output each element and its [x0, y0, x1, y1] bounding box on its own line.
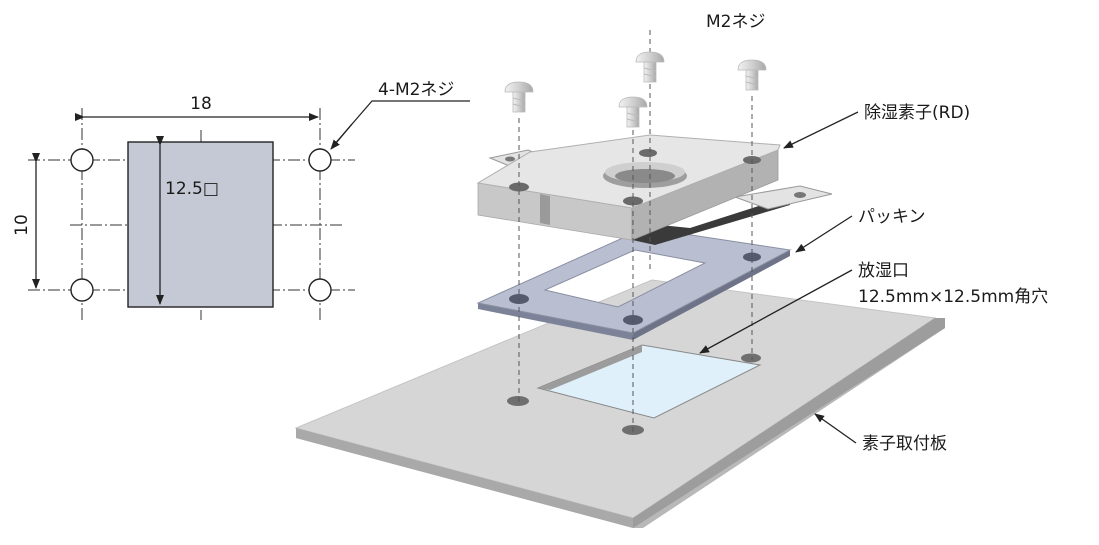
- hole-callout-leader: [332, 100, 470, 147]
- packing-callout-arrow: [795, 215, 853, 253]
- element-callout-arrow: [783, 111, 859, 149]
- packing-callout-label: パッキン: [858, 207, 926, 227]
- element-notch: [540, 194, 550, 225]
- screw-right: [737, 59, 767, 91]
- plate-hole-right: [741, 353, 761, 363]
- element-hole-front: [623, 196, 643, 206]
- square-dimension-label: 12.5□: [165, 179, 219, 199]
- element-hole-back: [639, 149, 657, 157]
- element-center-hole: [615, 169, 675, 183]
- element-footprint: [127, 141, 274, 308]
- dimension-drawing: 18 10 12.5□ 4-M2ネジ: [12, 80, 470, 320]
- width-dimension-label: 18: [190, 94, 212, 114]
- hole-callout-label: 4-M2ネジ: [378, 80, 454, 100]
- outlet-callout-arrow: [699, 269, 853, 354]
- hole-callout-arrow: [330, 123, 353, 150]
- height-dimension-label: 10: [12, 214, 32, 236]
- plate-opening-wall: [538, 345, 642, 390]
- terminal-hole-left: [505, 156, 515, 162]
- element-right-terminal: [733, 185, 833, 210]
- element-callout-label: 除湿素子(RD): [864, 103, 970, 123]
- outlet-callout-size: 12.5mm×12.5mm角穴: [858, 287, 1048, 307]
- packing-gasket: [476, 227, 792, 340]
- screw-left: [504, 81, 534, 113]
- mount-hole-top-left: [70, 148, 94, 172]
- plate-right-edge: [633, 318, 945, 528]
- mounting-plate: [294, 279, 945, 528]
- screw-front: [618, 96, 648, 128]
- mount-hole-top-right: [308, 148, 332, 172]
- plate-callout-arrow: [814, 413, 857, 444]
- packing-front-edge: [478, 303, 633, 340]
- screw-back: [635, 51, 665, 83]
- element-hole-left: [509, 182, 529, 192]
- exploded-view: M2ネジ 除湿素子(RD) パッキン 放湿口 12.5mm×12.5mm角穴 素…: [294, 12, 1048, 528]
- mount-hole-bottom-right: [308, 278, 332, 302]
- terminal-hole-right: [794, 192, 806, 198]
- packing-right-edge: [633, 250, 790, 340]
- plate-callout-label: 素子取付板: [862, 434, 947, 454]
- plate-front-edge: [296, 428, 633, 528]
- packing-top-face: [476, 227, 792, 334]
- dehumidifying-element: [476, 134, 833, 245]
- packing-hole-right: [743, 252, 761, 262]
- mount-hole-bottom-left: [70, 278, 94, 302]
- screw-callout-label: M2ネジ: [706, 12, 765, 32]
- outlet-callout-label: 放湿口: [858, 261, 909, 281]
- plate-hole-left: [507, 396, 529, 406]
